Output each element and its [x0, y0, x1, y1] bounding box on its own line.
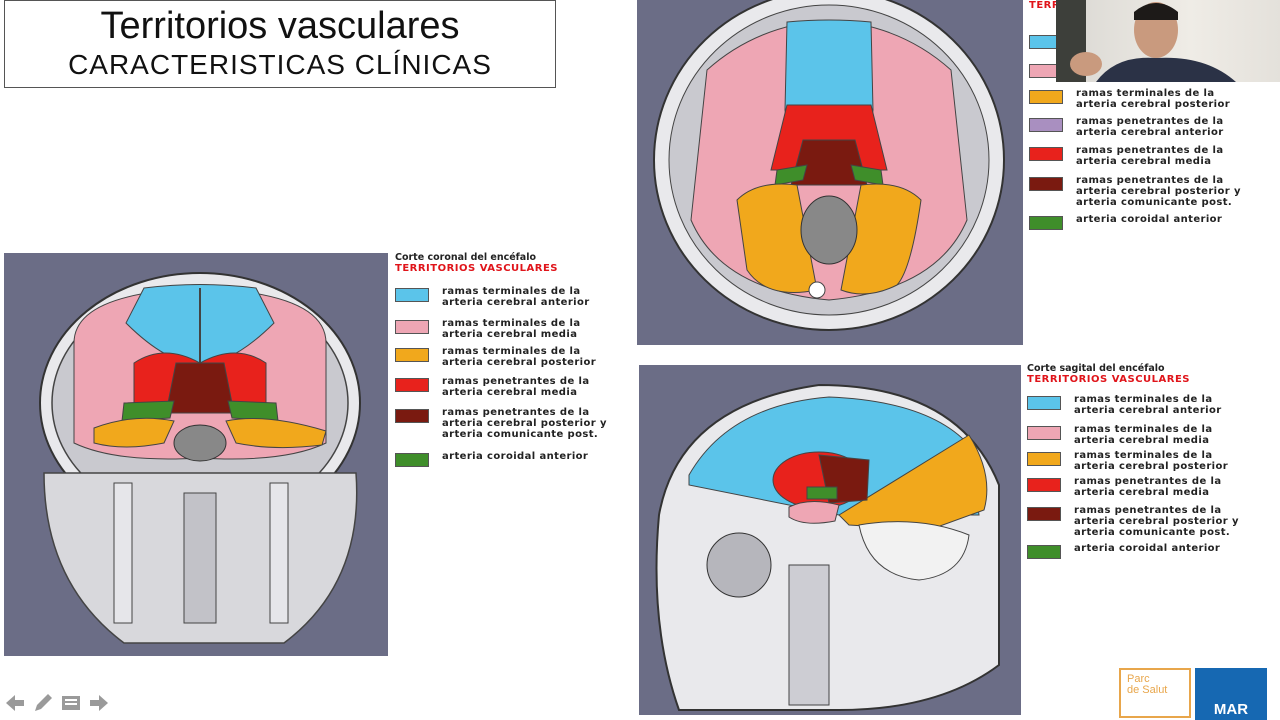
parc-de-salut-logo: Parc de Salut: [1119, 668, 1191, 718]
axial-brain-drawing: [653, 0, 1005, 331]
legend-swatch-dark-red: [395, 409, 429, 423]
presenter-video: [1056, 0, 1280, 82]
legend-swatch-orange: [1027, 452, 1061, 466]
legend-swatch-purple: [1029, 118, 1063, 132]
coronal-legend: Corte coronal del encéfalo TERRITORIOS V…: [395, 252, 635, 482]
legend-swatch-blue: [1027, 396, 1061, 410]
sagittal-brain-image: [639, 365, 1021, 715]
legend-item: arteria coroidal anterior: [1029, 214, 1222, 230]
sagittal-brain-drawing: [655, 383, 1000, 711]
sagittal-legend-header: Corte sagital del encéfalo: [1027, 363, 1165, 374]
slide-title: Territorios vasculares: [100, 5, 460, 47]
legend-swatch-pink: [395, 320, 429, 334]
menu-icon[interactable]: [60, 694, 82, 717]
axial-legend-territories: TERR: [1029, 0, 1061, 11]
legend-swatch-green: [395, 453, 429, 467]
mar-logo: MAR: [1195, 668, 1267, 720]
legend-item: arteria coroidal anterior: [395, 451, 588, 467]
coronal-brain-drawing: [39, 272, 361, 644]
coronal-brain-image: [4, 253, 388, 656]
axial-brain-image: [637, 0, 1023, 345]
sagittal-legend: Corte sagital del encéfalo TERRITORIOS V…: [1027, 363, 1257, 563]
sagittal-legend-territories: TERRITORIOS VASCULARES: [1027, 374, 1191, 385]
legend-item: arteria coroidal anterior: [1027, 543, 1220, 559]
arrow-left-icon[interactable]: [4, 694, 26, 717]
pen-icon[interactable]: [32, 693, 54, 718]
presenter-silhouette: [1056, 0, 1236, 82]
legend-swatch-green: [1029, 216, 1063, 230]
legend-swatch-red: [1027, 478, 1061, 492]
legend-swatch-pink: [1027, 426, 1061, 440]
legend-swatch-red: [1029, 147, 1063, 161]
legend-swatch-dark-red: [1027, 507, 1061, 521]
legend-swatch-orange: [1029, 90, 1063, 104]
slideshow-nav: [4, 693, 110, 718]
slide-title-box: Territorios vasculares CARACTERISTICAS C…: [4, 0, 556, 88]
legend-swatch-dark-red: [1029, 177, 1063, 191]
legend-swatch-blue: [395, 288, 429, 302]
coronal-legend-territories: TERRITORIOS VASCULARES: [395, 263, 559, 274]
coronal-legend-header: Corte coronal del encéfalo: [395, 252, 536, 263]
slide-subtitle: CARACTERISTICAS CLÍNICAS: [68, 49, 492, 80]
arrow-right-icon[interactable]: [88, 694, 110, 717]
legend-swatch-orange: [395, 348, 429, 362]
legend-swatch-red: [395, 378, 429, 392]
legend-swatch-green: [1027, 545, 1061, 559]
